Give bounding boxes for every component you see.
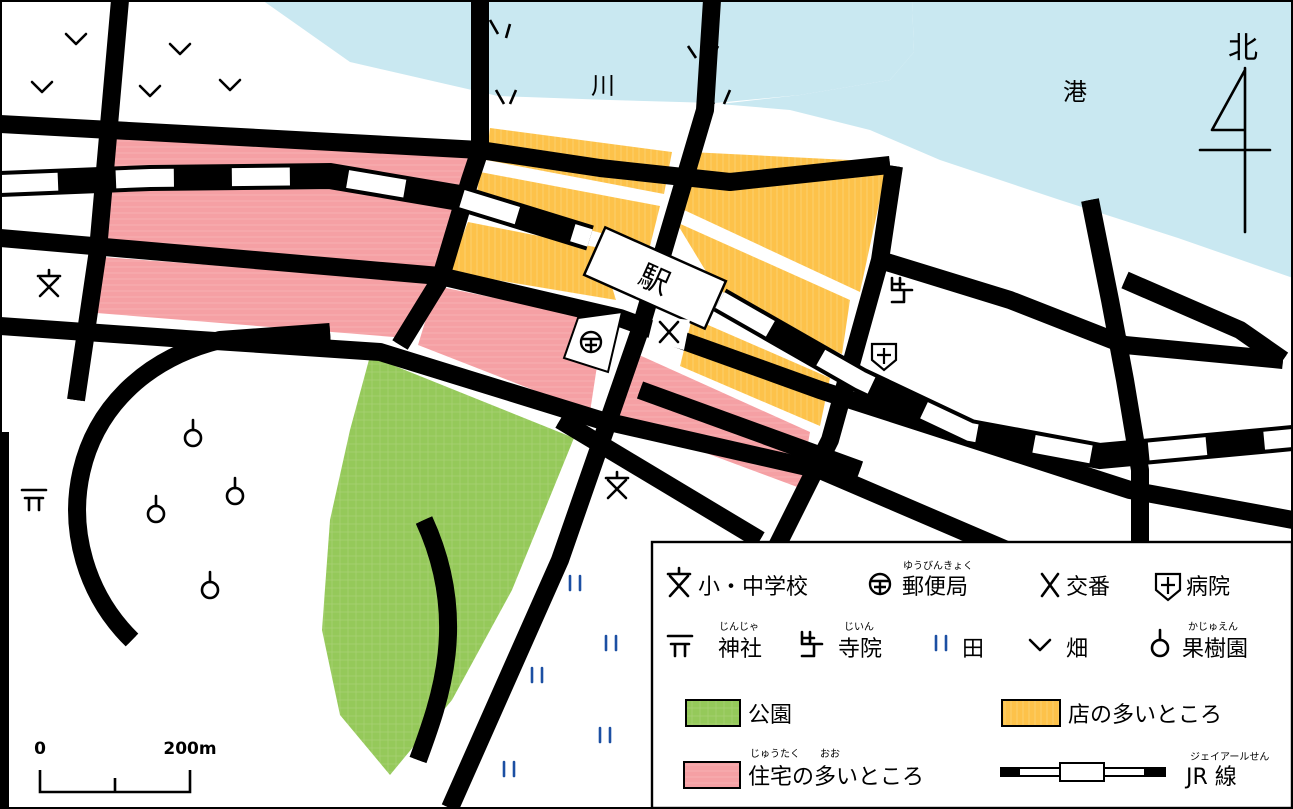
legend-item-shops: 店の多いところ: [1001, 699, 1222, 728]
legend-box: [650, 540, 1293, 809]
bridge-marker: [488, 19, 518, 105]
legend-item-jr-line: ジェイアールせん JR 線: [1000, 751, 1269, 790]
legend-item-rice-field: 田: [934, 634, 984, 662]
orchard-icon: [183, 418, 203, 448]
river-area: [262, 0, 914, 103]
legend-label: 寺院: [838, 637, 882, 662]
scale-bar: 0 200m: [34, 739, 217, 794]
dry-field-icon: [64, 32, 88, 46]
legend-item-orchard: かじゅえん 果樹園: [1150, 621, 1248, 662]
legend-label: 小・中学校: [698, 575, 808, 600]
scale-end-label: 200m: [163, 739, 216, 759]
orchard-icon: [225, 476, 245, 506]
legend-item-hospital: 病院: [1154, 572, 1230, 602]
residential-block: [418, 286, 604, 412]
legend: 小・中学校 ゆうびんきょく 郵便局 交番 病院 じんじゃ 神社: [650, 540, 1293, 809]
police-box-icon: [1040, 572, 1060, 598]
residential-swatch: [683, 761, 741, 789]
rice-field-icon: [502, 760, 516, 778]
hospital-icon: [870, 342, 898, 372]
port-label: 港: [1063, 78, 1087, 106]
post-office-icon: [868, 572, 892, 596]
station: [582, 225, 728, 331]
legend-label: 果樹園: [1182, 637, 1248, 662]
legend-label: 病院: [1186, 575, 1230, 600]
orchard-icon: [200, 570, 220, 600]
legend-item-park: 公園: [685, 699, 792, 728]
hospital-icon: [1154, 572, 1182, 602]
orchard-icon: [146, 494, 166, 524]
dry-field-icon: [30, 80, 54, 94]
shrine-icon: [666, 634, 694, 658]
legend-ruby: ジェイアールせん: [1190, 751, 1269, 763]
dry-field-symbols: [30, 32, 242, 98]
legend-ruby: かじゅえん: [1188, 621, 1238, 633]
legend-ruby: じいん: [844, 621, 874, 633]
rice-field-symbols: [502, 574, 618, 778]
legend-ruby: ゆうびんきょく: [903, 560, 973, 572]
river-label: 川: [591, 72, 615, 100]
legend-item-dry-field: 畑: [1028, 637, 1088, 662]
rice-field-icon: [604, 634, 618, 652]
legend-label: 畑: [1066, 637, 1088, 662]
scale-start-label: 0: [34, 739, 46, 759]
legend-label: 公園: [748, 703, 792, 728]
legend-item-residential: じゅうたく おお 住宅の多いところ: [683, 748, 924, 790]
dry-field-icon: [1028, 638, 1052, 652]
port-area: [720, 0, 1293, 278]
temple-icon: [800, 630, 824, 658]
rice-field-icon: [568, 574, 582, 592]
legend-label: 郵便局: [902, 575, 968, 600]
legend-item-school: 小・中学校: [666, 566, 808, 600]
legend-ruby: じゅうたく おお: [750, 748, 840, 760]
bridge-marker: [686, 45, 732, 105]
legend-item-temple: じいん 寺院: [800, 621, 882, 662]
north-arrow: 北: [1198, 31, 1272, 234]
north-label: 北: [1228, 31, 1258, 66]
rice-field-icon: [530, 666, 544, 684]
dry-field-icon: [218, 78, 242, 92]
legend-label: 田: [962, 637, 984, 662]
jr-line-swatch: [1000, 762, 1166, 782]
legend-label: 住宅の多いところ: [748, 765, 924, 790]
legend-label: 店の多いところ: [1068, 703, 1222, 728]
legend-label: 神社: [718, 637, 762, 662]
school-icon: [604, 470, 630, 500]
rice-field-icon: [598, 726, 612, 744]
legend-label: JR 線: [1184, 765, 1237, 790]
legend-item-shrine: じんじゃ 神社: [666, 621, 762, 662]
bridges: [488, 19, 732, 105]
dry-field-icon: [168, 42, 192, 56]
post-office-icon: [562, 310, 624, 374]
orchard-icon: [1150, 628, 1170, 658]
legend-item-police-box: 交番: [1040, 572, 1110, 600]
north-arrow-icon: [1198, 66, 1272, 234]
legend-ruby: じんじゃ: [719, 621, 759, 633]
shrine-icon: [20, 488, 48, 512]
shopping-block: [448, 222, 616, 300]
dry-field-icon: [138, 84, 162, 98]
shops-swatch: [1001, 699, 1061, 727]
shopping-block: [676, 222, 850, 354]
school-icon: [666, 566, 692, 598]
park-swatch: [685, 699, 741, 727]
legend-label: 交番: [1066, 575, 1110, 600]
temple-icon: [890, 276, 914, 304]
jr-railway: [0, 162, 1293, 470]
map-symbols: [20, 268, 914, 512]
rice-field-icon: [934, 634, 948, 652]
shopping-block: [476, 172, 660, 246]
orchard-symbols: [146, 418, 245, 600]
school-icon: [36, 268, 62, 298]
police-box-icon: [648, 316, 690, 350]
legend-item-post-office: ゆうびんきょく 郵便局: [868, 560, 973, 600]
